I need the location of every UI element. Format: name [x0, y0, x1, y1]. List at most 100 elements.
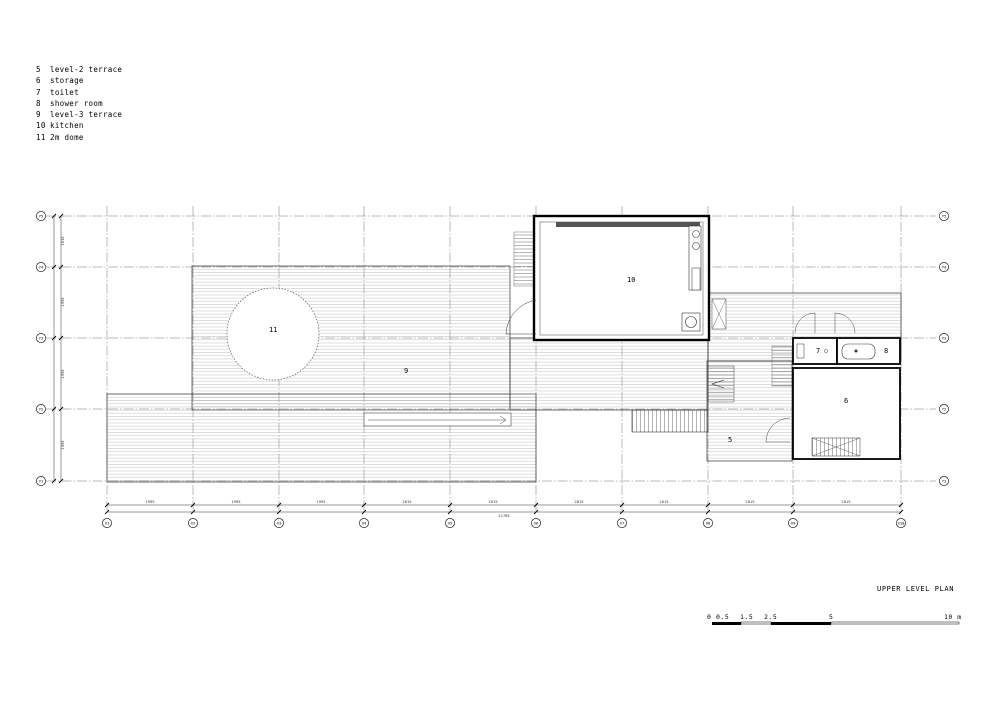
grid-bubble: [36, 211, 46, 221]
grid-bubble: [274, 518, 284, 528]
row-grid-label: Y4: [942, 264, 947, 269]
grid-bubble: [36, 262, 46, 272]
span-dim: 1995: [316, 499, 325, 504]
room-label-8: 8: [884, 347, 888, 355]
dimension-tick: [51, 335, 57, 341]
grid-bubble: [896, 518, 906, 528]
row-grid-label: Y2: [39, 406, 44, 411]
plan-title: UPPER LEVEL PLAN: [877, 585, 955, 593]
stair-arrow: [711, 379, 725, 389]
grid-bubble: [359, 518, 369, 528]
room-label-6: 6: [844, 397, 848, 405]
column-grid-label: X2: [191, 520, 196, 525]
dimension-tick: [361, 502, 367, 508]
grid-bubble: [36, 476, 46, 486]
room-label-5: 5: [728, 436, 732, 444]
vertical-span-dim: 1995: [60, 369, 65, 378]
dimension-tick: [790, 509, 796, 515]
scale-bar: 0 0.5 1.5 2.5 5 10 m: [707, 613, 962, 625]
grid-bubble: [531, 518, 541, 528]
scale-tick-label: 5: [829, 613, 833, 621]
shower-room: [834, 312, 901, 365]
kitchen: [505, 214, 727, 342]
scale-tick-label: 0.5: [716, 613, 729, 621]
column-grid-label: X3: [277, 520, 282, 525]
span-dim: 2015: [488, 499, 497, 504]
column-grid-label: X4: [362, 520, 367, 525]
column-grid-label: X10: [898, 520, 906, 525]
dimension-tick: [190, 509, 196, 515]
grid-bubble: [939, 211, 949, 221]
vertical-span-dim: 1995: [60, 440, 65, 449]
grid-bubble: [445, 518, 455, 528]
row-grid-label: Y3: [942, 335, 947, 340]
vertical-span-dim: 1995: [60, 297, 65, 306]
stair-kitchen: [513, 231, 537, 287]
column-grid-label: X1: [105, 520, 110, 525]
scale-end-label: 10 m: [944, 613, 962, 621]
column-grid-label: X6: [534, 520, 539, 525]
grid-bubble: [939, 476, 949, 486]
dimension-tick: [58, 335, 64, 341]
dimension-tick: [361, 509, 367, 515]
grid-bubble: [788, 518, 798, 528]
dimension-tick: [58, 213, 64, 219]
total-dim: 21785: [498, 513, 509, 518]
grid-bubble: [939, 404, 949, 414]
span-dim: 2015: [745, 499, 754, 504]
dimension-tick: [104, 509, 110, 515]
room-label-7: 7: [816, 347, 820, 355]
dimension-tick: [619, 509, 625, 515]
dimension-tick: [51, 478, 57, 484]
grid-bubble: [36, 333, 46, 343]
dimension-tick: [190, 502, 196, 508]
row-grid-label: Y3: [39, 335, 44, 340]
span-dim: 2015: [574, 499, 583, 504]
dimension-tick: [533, 509, 539, 515]
grid-bubble: [617, 518, 627, 528]
dimension-tick: [58, 406, 64, 412]
grid-bubble: [703, 518, 713, 528]
row-grid-label: Y5: [39, 213, 44, 218]
vertical-dimensions: 1010 1995 1995 1995: [51, 213, 65, 484]
column-grid-label: X7: [620, 520, 625, 525]
row-grid-label: Y4: [39, 264, 44, 269]
grid-bubble: [939, 333, 949, 343]
level-3-terrace: [106, 265, 709, 483]
grid-bubble: [102, 518, 112, 528]
horizontal-dimensions: 1995 1995 1995 2015 2015 2015 2015 2015 …: [104, 499, 904, 518]
dimension-tick: [104, 502, 110, 508]
column-grid-label: X5: [448, 520, 453, 525]
dome-outline: [226, 287, 320, 381]
column-grid-label: X9: [791, 520, 796, 525]
dimension-tick: [533, 502, 539, 508]
storage: [765, 367, 901, 460]
room-label-11: 11: [269, 326, 277, 334]
span-dim: 2015: [402, 499, 411, 504]
stair-east: [771, 345, 793, 387]
span-dim: 2015: [841, 499, 850, 504]
row-grid-label: Y1: [942, 478, 947, 483]
room-label-10: 10: [627, 276, 635, 284]
row-grid-label: Y1: [39, 478, 44, 483]
dimension-tick: [276, 502, 282, 508]
column-grid-label: X8: [706, 520, 711, 525]
grid-bubble: [188, 518, 198, 528]
span-dim: 1995: [145, 499, 154, 504]
dimension-tick: [619, 502, 625, 508]
dimension-tick: [898, 509, 904, 515]
dimension-tick: [447, 509, 453, 515]
span-dim: 1995: [231, 499, 240, 504]
dimension-tick: [58, 264, 64, 270]
row-grid-label: Y2: [942, 406, 947, 411]
dimension-tick: [898, 502, 904, 508]
column-grid-bubbles: X1 X2 X3 X4 X5 X6 X7 X8 X9 X10: [102, 518, 906, 528]
dimension-tick: [58, 478, 64, 484]
scale-tick-label: 0: [707, 613, 711, 621]
dimension-tick: [447, 502, 453, 508]
